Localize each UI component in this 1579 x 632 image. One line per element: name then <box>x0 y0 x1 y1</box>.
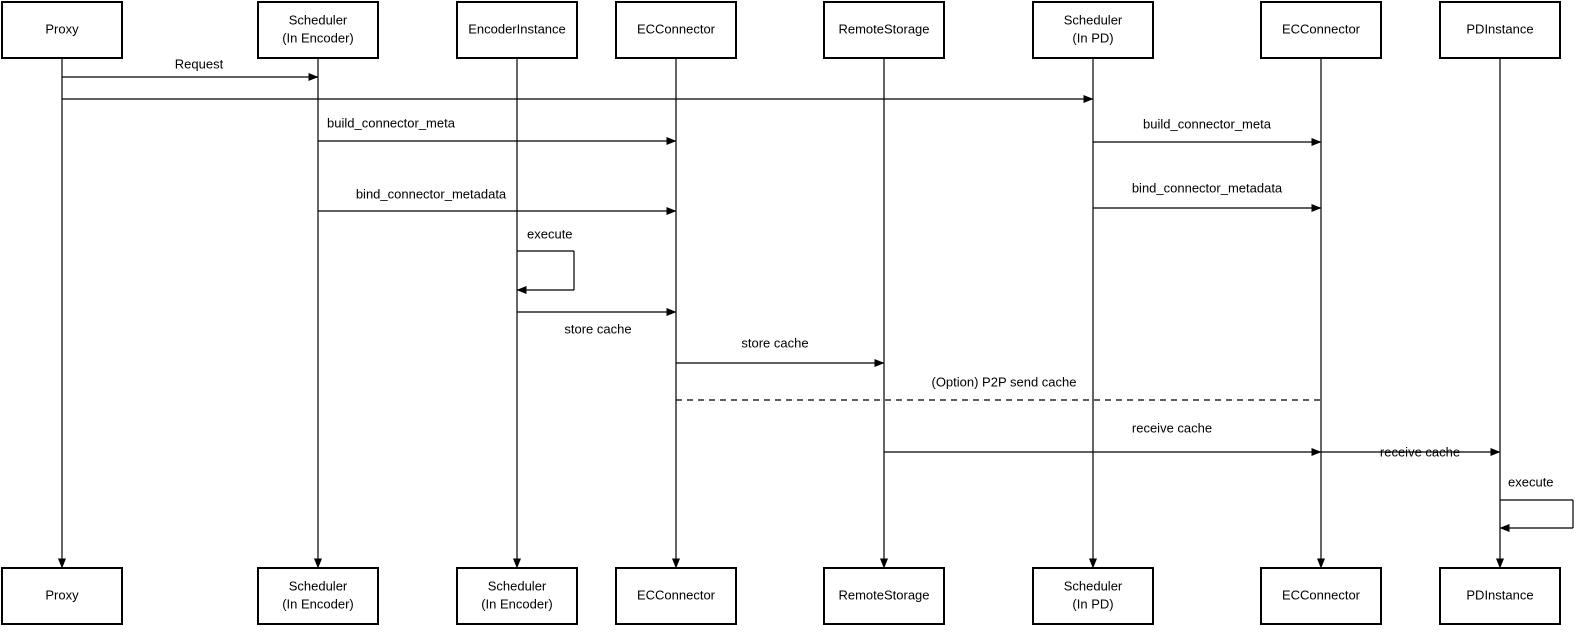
message-m4[interactable]: build_connector_meta <box>1093 116 1322 146</box>
participant-name-label: Scheduler <box>1064 578 1123 593</box>
message-label: (Option) P2P send cache <box>931 374 1076 389</box>
message-m8[interactable]: store cache <box>676 335 885 367</box>
participant-qualifier-label: (In Encoder) <box>481 596 553 611</box>
participant-top-box-remote[interactable]: RemoteStorage <box>823 1 945 59</box>
self-message-label: execute <box>527 226 573 241</box>
participant-bottom-box-pd_inst[interactable]: PDInstance <box>1439 567 1561 625</box>
self-message-s1[interactable]: execute <box>516 226 575 294</box>
participant-name-label: Scheduler <box>1064 12 1123 27</box>
participant-box-rect <box>1439 567 1561 625</box>
participant-box-rect <box>1032 1 1154 59</box>
participant-bottom-box-proxy[interactable]: Proxy <box>1 567 123 625</box>
message-label: receive cache <box>1132 420 1212 435</box>
participant-box-rect <box>823 1 945 59</box>
participant-box-rect <box>257 1 379 59</box>
message-label: store cache <box>741 335 808 350</box>
message-m1[interactable]: Request <box>62 56 319 81</box>
participant-bottom-box-ecconn_pd[interactable]: ECConnector <box>1260 567 1382 625</box>
participant-name-label: ECConnector <box>1282 21 1361 36</box>
messages-layer: Request build_connector_meta build_connect… <box>62 56 1501 459</box>
participant-top-box-pd_inst[interactable]: PDInstance <box>1439 1 1561 59</box>
participant-name-label: Scheduler <box>289 578 348 593</box>
message-m11[interactable]: receive cache <box>1321 444 1501 459</box>
participant-box-rect <box>1260 1 1382 59</box>
participant-bottom-box-sched_enc[interactable]: Scheduler (In Encoder) <box>257 567 379 625</box>
lifelines-layer <box>58 58 1504 569</box>
message-label: bind_connector_metadata <box>356 186 507 201</box>
message-m7[interactable]: store cache <box>517 308 677 336</box>
message-m6[interactable]: bind_connector_metadata <box>1093 180 1322 212</box>
participant-top-box-sched_pd[interactable]: Scheduler (In PD) <box>1032 1 1154 59</box>
participant-qualifier-label: (In Encoder) <box>282 596 354 611</box>
message-label: Request <box>175 56 224 71</box>
participant-box-rect <box>823 567 945 625</box>
message-label: receive cache <box>1380 444 1460 459</box>
participant-qualifier-label: (In PD) <box>1072 30 1113 45</box>
participant-qualifier-label: (In Encoder) <box>282 30 354 45</box>
participant-box-rect <box>1 1 123 59</box>
participant-name-label: ECConnector <box>1282 587 1361 602</box>
participant-name-label: EncoderInstance <box>468 21 566 36</box>
participant-top-box-ecconn_pd[interactable]: ECConnector <box>1260 1 1382 59</box>
participant-bottom-box-remote[interactable]: RemoteStorage <box>823 567 945 625</box>
bottom-participant-boxes: Proxy Scheduler (In Encoder) Scheduler (In E… <box>1 567 1561 625</box>
participant-top-box-ecconn_enc[interactable]: ECConnector <box>615 1 737 59</box>
participant-box-rect <box>257 567 379 625</box>
participant-name-label: ECConnector <box>637 21 716 36</box>
message-label: bind_connector_metadata <box>1132 180 1283 195</box>
top-participant-boxes: Proxy Scheduler (In Encoder) EncoderInstanc… <box>1 1 1561 59</box>
self-messages-layer: execute execute <box>516 226 1574 532</box>
participant-box-rect <box>456 567 578 625</box>
message-label: store cache <box>564 321 631 336</box>
participant-name-label: PDInstance <box>1466 587 1533 602</box>
participant-box-rect <box>615 567 737 625</box>
participant-top-box-proxy[interactable]: Proxy <box>1 1 123 59</box>
participant-box-rect <box>1 567 123 625</box>
message-m10[interactable]: receive cache <box>884 420 1322 456</box>
participant-box-rect <box>456 1 578 59</box>
participant-bottom-box-ecconn_enc[interactable]: ECConnector <box>615 567 737 625</box>
participant-name-label: Scheduler <box>488 578 547 593</box>
participant-box-rect <box>1260 567 1382 625</box>
participant-box-rect <box>1032 567 1154 625</box>
self-message-s2[interactable]: execute <box>1499 474 1574 532</box>
participant-bottom-box-encoder_inst[interactable]: Scheduler (In Encoder) <box>456 567 578 625</box>
participant-name-label: Scheduler <box>289 12 348 27</box>
message-m5[interactable]: bind_connector_metadata <box>318 186 677 215</box>
participant-name-label: ECConnector <box>637 587 716 602</box>
participant-name-label: Proxy <box>45 587 79 602</box>
participant-box-rect <box>1439 1 1561 59</box>
participant-name-label: RemoteStorage <box>838 587 929 602</box>
message-label: build_connector_meta <box>1143 116 1272 131</box>
participant-qualifier-label: (In PD) <box>1072 596 1113 611</box>
self-message-label: execute <box>1508 474 1554 489</box>
message-m9[interactable]: (Option) P2P send cache <box>676 374 1321 401</box>
participant-box-rect <box>615 1 737 59</box>
message-label: build_connector_meta <box>327 115 456 130</box>
participant-name-label: Proxy <box>45 21 79 36</box>
participant-bottom-box-sched_pd[interactable]: Scheduler (In PD) <box>1032 567 1154 625</box>
participant-name-label: PDInstance <box>1466 21 1533 36</box>
participant-top-box-sched_enc[interactable]: Scheduler (In Encoder) <box>257 1 379 59</box>
participant-top-box-encoder_inst[interactable]: EncoderInstance <box>456 1 578 59</box>
participant-name-label: RemoteStorage <box>838 21 929 36</box>
message-m3[interactable]: build_connector_meta <box>318 115 677 145</box>
